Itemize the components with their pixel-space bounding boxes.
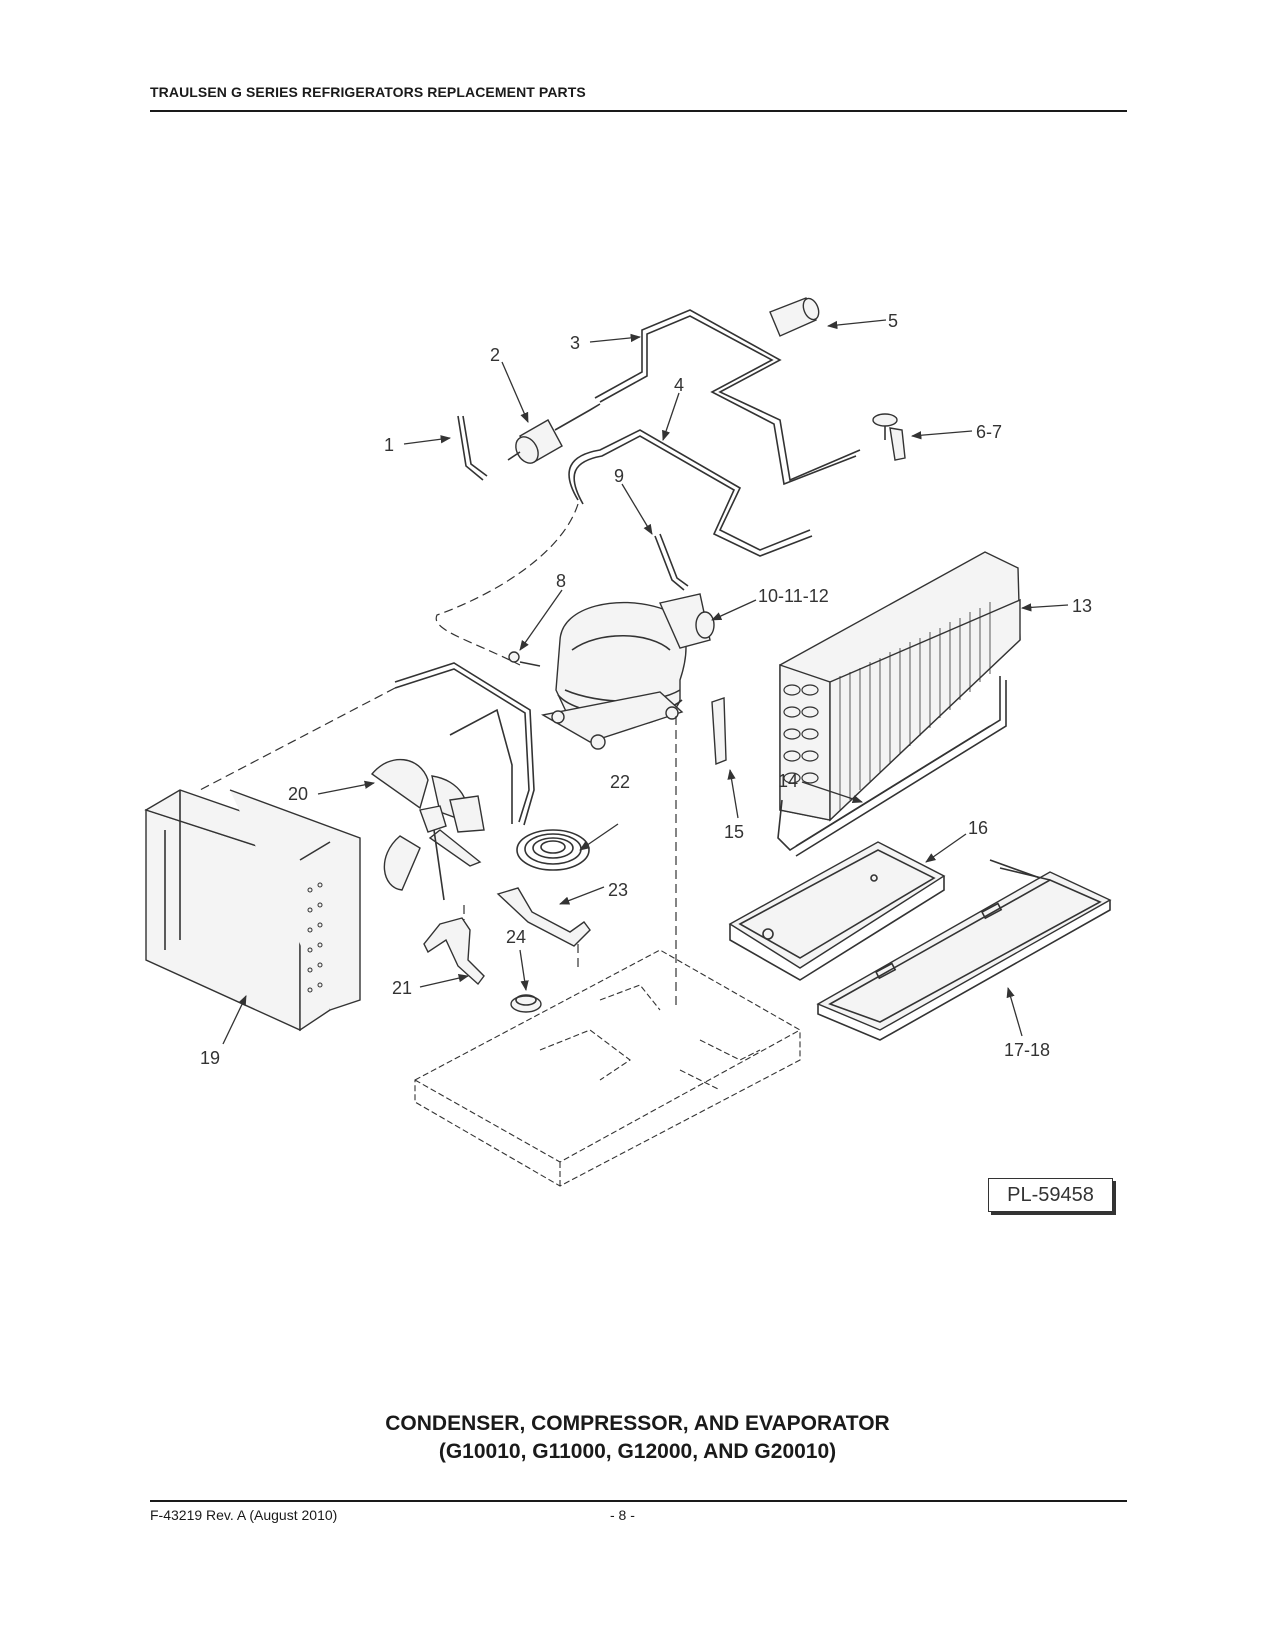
callout-9: 9 [614,466,624,486]
part-15-bracket [711,697,727,766]
part-14-heater [777,676,1007,857]
callout-22: 22 [610,772,630,792]
callout-6-7: 6-7 [976,422,1002,442]
part-24-grommet [510,994,542,1013]
callout-20: 20 [288,784,308,804]
callout-15: 15 [724,822,744,842]
callout-14: 14 [778,771,798,791]
callout-2: 2 [490,345,500,365]
part-17-18-drain-tray [816,859,1112,1041]
part-20-fan [370,758,485,901]
part-21-bracket [423,917,485,986]
part-5-sleeve [769,297,820,337]
part-22-coil [516,829,590,871]
figure-caption-title: CONDENSER, COMPRESSOR, AND EVAPORATOR [385,1412,890,1435]
callout-13: 13 [1072,596,1092,616]
part-19-condenser [144,789,361,1032]
callout-3: 3 [570,333,580,353]
callout-23: 23 [608,880,628,900]
callout-labels: 1 2 3 4 5 6-7 8 9 10-11-12 13 14 15 16 1… [200,311,1092,1068]
callout-10-11-12: 10-11-12 [758,586,829,606]
callout-19: 19 [200,1048,220,1068]
footer-rule [150,1500,1127,1502]
callout-16: 16 [968,818,988,838]
figure-caption-models: (G10010, G11000, G12000, AND G20010) [438,1440,837,1463]
part-9-tube [654,535,685,591]
callout-21: 21 [392,978,412,998]
header-rule [150,110,1127,112]
part-1-tube [457,415,488,481]
plate-number-box: PL-59458 [988,1178,1113,1212]
callout-8: 8 [556,571,566,591]
compressor [508,593,715,750]
part-4-tube [568,429,811,551]
part-23-bracket [496,887,591,947]
callout-1: 1 [384,435,394,455]
document-header-title: TRAULSEN G SERIES REFRIGERATORS REPLACEM… [150,84,586,100]
part-2-drier [507,403,601,464]
part-3-tube [594,309,861,482]
footer-document-id: F-43219 Rev. A (August 2010) [150,1507,338,1523]
part-13-evaporator [779,551,1021,822]
part-6-7-valve [872,413,906,461]
callout-5: 5 [888,311,898,331]
footer-page-number: - 8 - [610,1507,635,1523]
leader-arrows [222,319,1069,1045]
callout-17-18: 17-18 [1004,1040,1050,1060]
base-plate-dashed [414,949,801,1187]
discharge-tube [394,662,535,826]
callout-4: 4 [674,375,684,395]
part-16-drain-pan [728,841,946,981]
callout-24: 24 [506,927,526,947]
